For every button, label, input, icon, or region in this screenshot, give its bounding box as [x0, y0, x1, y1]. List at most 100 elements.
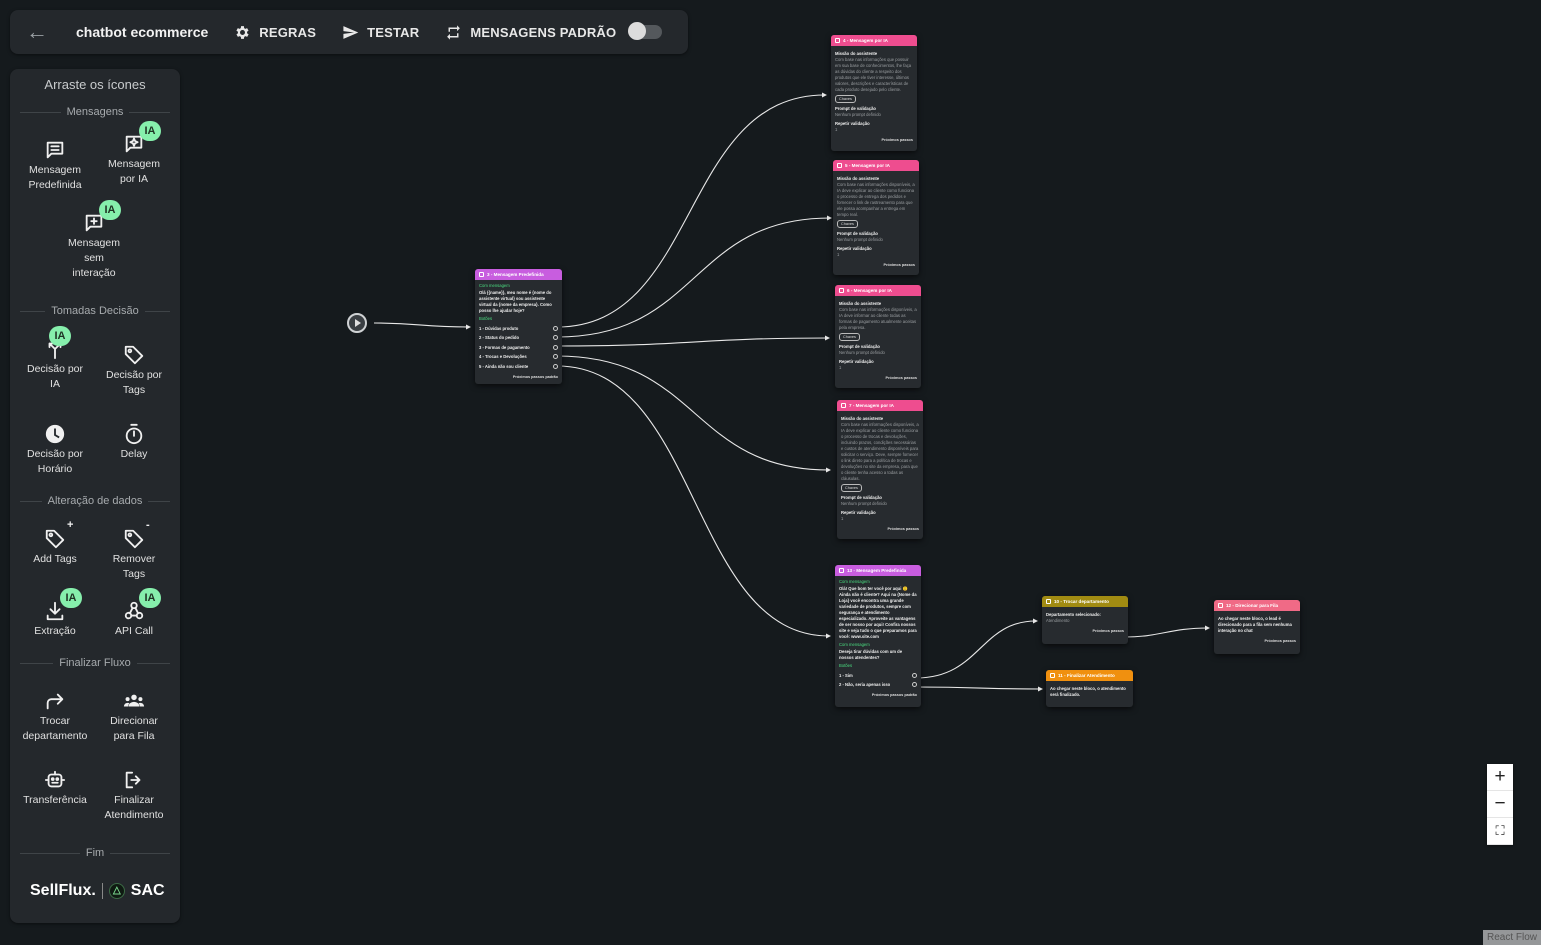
ia-badge: IA — [49, 326, 71, 346]
brand-logo: SellFlux. △ SAC — [30, 882, 165, 900]
edge-3-opt2-to-5 — [556, 217, 831, 338]
tool-queue[interactable]: Direcionar para Fila — [94, 686, 174, 744]
stopwatch-icon — [125, 423, 143, 445]
ai-icon — [835, 38, 840, 43]
plus-icon: + — [67, 519, 74, 531]
ia-badge: IA — [60, 588, 82, 608]
tool-remove-tags[interactable]: - Remover Tags — [112, 519, 156, 580]
tool-extraction[interactable]: IA Extração — [15, 588, 95, 639]
tool-time-decision[interactable]: Decisão por Horário — [15, 419, 95, 477]
logout-icon — [1050, 673, 1055, 678]
tool-ai-decision[interactable]: IA Decisão por IA — [15, 326, 95, 392]
node-5-ai-message[interactable]: 5 - Mensagem por IA Missão do assistente… — [833, 160, 919, 275]
node-12-queue[interactable]: 12 - Direcionar para Fila Ao chegar nest… — [1214, 600, 1300, 654]
tool-ai-message[interactable]: IA Mensagem por IA — [94, 121, 174, 187]
download-icon — [46, 601, 64, 621]
forward-arrow-icon — [1046, 599, 1051, 604]
tool-transfer[interactable]: Transferência — [15, 765, 95, 808]
option-row[interactable]: 1 - Sim — [839, 672, 917, 679]
handle-dot[interactable] — [553, 354, 558, 360]
ai-icon — [837, 163, 842, 168]
webhook-icon — [124, 601, 144, 620]
tool-delay[interactable]: Delay — [94, 419, 174, 462]
tool-tag-decision[interactable]: Decisão por Tags — [94, 340, 174, 398]
arrow-to-12 — [1205, 625, 1210, 631]
sac-logo: SAC — [130, 882, 165, 899]
default-messages-button[interactable]: MENSAGENS PADRÃO — [445, 24, 616, 41]
tools-sidebar: Arraste os ícones Mensagens Mensagem Pre… — [10, 69, 180, 923]
option-row[interactable]: 3 - Formas de pagamento — [479, 344, 558, 351]
tool-change-department[interactable]: Trocar departamento — [15, 686, 95, 744]
tool-add-tags[interactable]: + Add Tags — [33, 519, 77, 565]
split-arrow-icon — [48, 342, 62, 360]
node-13-predefined-message[interactable]: 13 - Mensagem Predefinida Com mensagem O… — [835, 565, 921, 707]
tool-api-call[interactable]: IA API Call — [94, 588, 174, 639]
handle-dot[interactable] — [912, 682, 917, 688]
fit-view-button[interactable]: ⛶ — [1487, 818, 1513, 845]
tag-minus-icon — [124, 529, 144, 549]
flow-start-play-icon[interactable] — [347, 313, 367, 333]
node-7-ai-message[interactable]: 7 - Mensagem por IA Missão do assistente… — [837, 400, 923, 539]
clock-icon — [45, 424, 65, 444]
group-icon — [1218, 603, 1223, 608]
handle-dot[interactable] — [553, 363, 558, 369]
react-flow-attribution[interactable]: React Flow — [1482, 930, 1541, 945]
node-3-predefined-message[interactable]: 3 - Mensagem Predefinida Com mensagem Ol… — [475, 269, 562, 384]
section-messages: Mensagens — [20, 106, 170, 118]
option-row[interactable]: 4 - Trocas e Devoluções — [479, 354, 558, 360]
section-data-change: Alteração de dados — [20, 495, 170, 507]
handle-dot[interactable] — [553, 325, 558, 331]
node-6-ai-message[interactable]: 6 - Mensagem por IA Missão do assistente… — [835, 285, 921, 388]
section-finish-flow: Finalizar Fluxo — [20, 657, 170, 669]
back-arrow-icon[interactable]: ← — [26, 19, 48, 44]
ia-badge: IA — [99, 200, 121, 220]
zoom-in-button[interactable]: + — [1487, 764, 1513, 791]
canvas-controls: + − ⛶ — [1487, 764, 1513, 845]
zoom-out-button[interactable]: − — [1487, 791, 1513, 818]
forward-arrow-icon — [46, 693, 64, 710]
section-end: Fim — [20, 847, 170, 859]
rules-label: REGRAS — [259, 24, 317, 40]
test-button[interactable]: TESTAR — [342, 24, 419, 41]
option-row[interactable]: 1 - Dúvidas produto — [479, 325, 558, 332]
node-10-change-department[interactable]: 10 - Trocar departamento Departamento se… — [1042, 596, 1128, 644]
handle-dot[interactable] — [912, 672, 917, 678]
tool-predefined-message[interactable]: Mensagem Predefinida — [15, 135, 95, 193]
toggle-knob — [628, 22, 647, 40]
option-row[interactable]: 2 - Não, seria apenas isso — [839, 682, 917, 688]
arrow-to-4 — [822, 92, 827, 98]
message-icon — [479, 272, 484, 277]
option-row[interactable]: 2 - Status do pedido — [479, 335, 558, 341]
keys-chip[interactable]: Chaves — [839, 333, 860, 341]
default-messages-toggle[interactable] — [628, 22, 663, 40]
sparkle-message-icon — [125, 135, 143, 153]
group-icon — [123, 694, 145, 707]
option-row[interactable]: 5 - Ainda não sou cliente — [479, 363, 558, 370]
tool-no-interaction-message[interactable]: IA Mensagem sem interação — [54, 200, 134, 281]
edge-3-opt4-to-7 — [556, 355, 830, 471]
keys-chip[interactable]: Chaves — [841, 484, 862, 492]
flow-name[interactable]: chatbot ecommerce — [76, 24, 209, 40]
keys-chip[interactable]: Chaves — [835, 95, 856, 103]
rules-button[interactable]: REGRAS — [234, 24, 316, 41]
test-label: TESTAR — [367, 24, 420, 40]
repeat-icon — [447, 24, 461, 40]
logout-icon — [125, 771, 141, 789]
node-11-finish-service[interactable]: 11 - Finalizar Atendimento Ao chegar nes… — [1046, 670, 1133, 707]
brand-divider — [101, 883, 103, 899]
arrow-to-10 — [1033, 618, 1038, 624]
arrow-to-13 — [826, 633, 831, 639]
node-4-ai-message[interactable]: 4 - Mensagem por IA Missão do assistente… — [831, 35, 917, 151]
ai-icon — [841, 403, 846, 408]
minus-icon: - — [146, 519, 150, 531]
handle-dot[interactable] — [553, 335, 558, 341]
keys-chip[interactable]: Chaves — [837, 220, 858, 228]
tool-finish-service[interactable]: Finalizar Atendimento — [94, 765, 174, 823]
message-icon — [839, 568, 844, 573]
handle-dot[interactable] — [553, 344, 558, 350]
ia-badge: IA — [139, 588, 161, 608]
tag-icon — [124, 345, 144, 365]
arrow-to-7 — [826, 467, 831, 473]
arrow-to-5 — [827, 215, 832, 221]
ia-badge: IA — [139, 121, 161, 141]
